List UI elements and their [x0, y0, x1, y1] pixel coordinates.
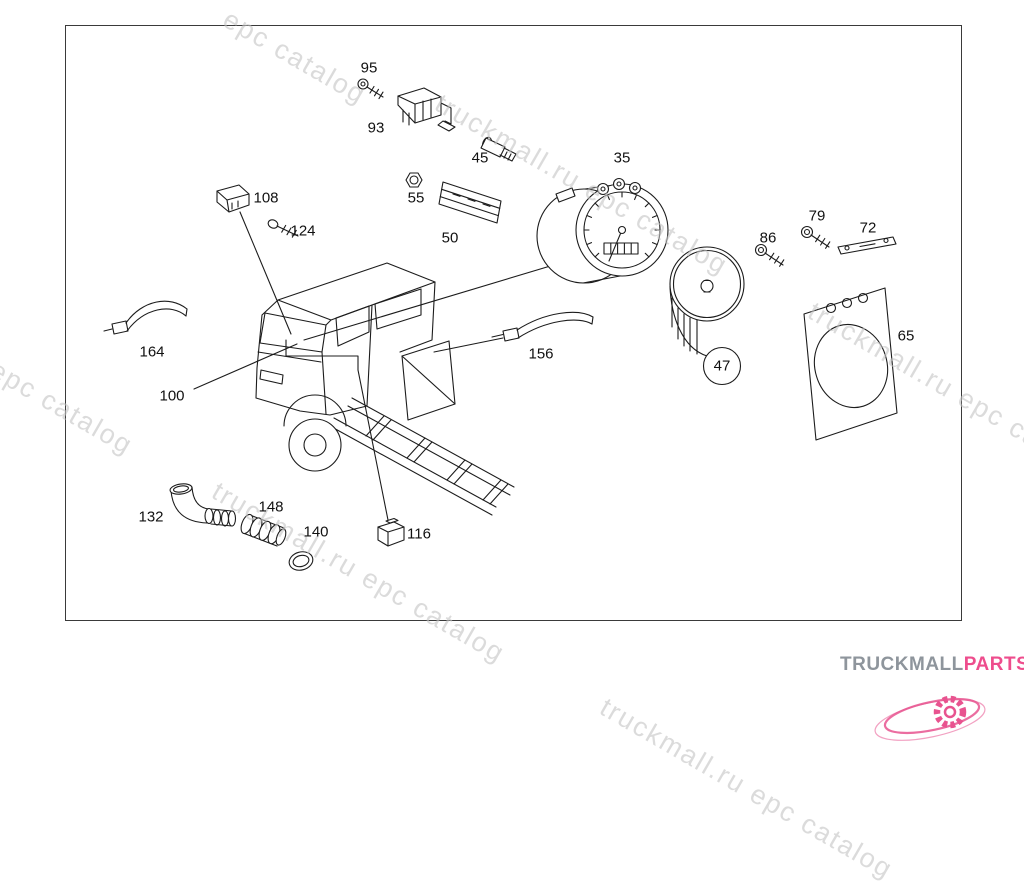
logo-text-truckmall: TRUCKMALL — [840, 654, 964, 675]
part-140-oring — [287, 549, 315, 573]
part-50-rail — [439, 182, 501, 223]
part-55-nut — [406, 173, 422, 187]
parts-diagram-drawing — [0, 0, 1024, 750]
part-86-screw — [756, 245, 784, 267]
part-45-sensor — [481, 136, 516, 161]
truck-cab — [256, 263, 514, 515]
part-35-speedometer — [537, 179, 668, 284]
gear-logo-icon — [860, 678, 1010, 748]
part-148-connector — [239, 513, 288, 546]
part-93-relay — [398, 88, 455, 131]
part-156-cable-tie — [492, 312, 593, 341]
part-124-screw — [267, 218, 298, 237]
callout-47-circle — [704, 348, 741, 385]
logo-text-parts: PARTS — [964, 654, 1024, 675]
page: { "diagram": { "title_hint": "truck inst… — [0, 0, 1024, 750]
part-132-elbow-hose — [169, 483, 235, 526]
part-65-panel — [804, 288, 898, 440]
part-164-cable-tie — [104, 301, 187, 334]
logo-text: TRUCKMALLPARTS — [840, 654, 1010, 676]
part-95-screw — [358, 79, 383, 99]
part-72-bracket — [838, 237, 896, 254]
leader-lines — [194, 212, 577, 520]
part-116-grommet — [378, 519, 404, 547]
part-79-screw — [802, 227, 830, 249]
part-108-switch — [217, 185, 249, 212]
truckmall-logo: TRUCKMALLPARTS — [840, 654, 1010, 753]
part-47-gauge-housing — [670, 247, 744, 356]
